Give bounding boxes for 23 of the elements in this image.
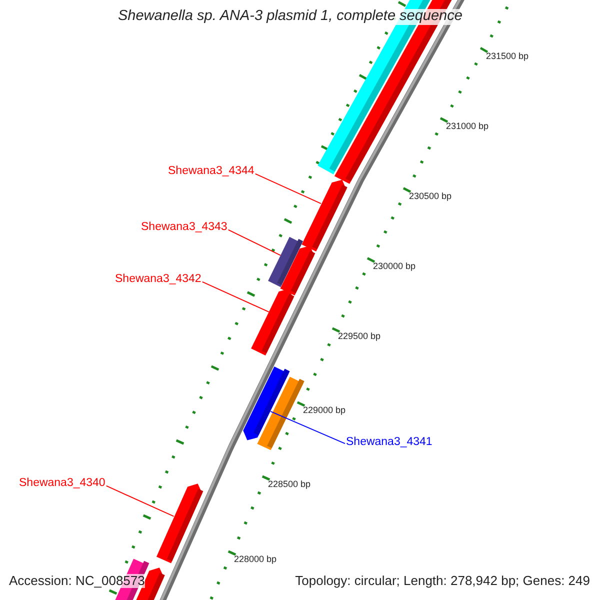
tick-label: 231000 bp (446, 122, 489, 132)
tick-label: 229500 bp (338, 332, 381, 342)
leader-line (202, 281, 270, 312)
gene-label: Shewana3_4341 (346, 436, 432, 449)
leader-line (228, 229, 281, 256)
leader-line (270, 410, 346, 444)
gene-block (243, 366, 290, 440)
gene-block (302, 180, 348, 252)
gene-block (268, 236, 304, 288)
tick-label: 231500 bp (486, 52, 529, 62)
gene-label: Shewana3_4344 (168, 165, 254, 178)
gene-label: Shewana3_4340 (19, 477, 106, 490)
gene-block (156, 484, 204, 564)
gene-label: Shewana3_4342 (115, 273, 202, 286)
accession-text: Accession: NC_008573 (9, 574, 145, 588)
gene-block (251, 288, 294, 356)
gene-label: Shewana3_4343 (141, 221, 228, 234)
tick-label: 228500 bp (268, 480, 311, 490)
summary-text: Topology: circular; Length: 278,942 bp; Genes: 249 (295, 574, 590, 588)
leader-line (254, 173, 322, 204)
leader-line (106, 485, 174, 517)
diagram-title: Shewanella sp. ANA-3 plasmid 1, complete sequence (116, 9, 464, 25)
tick-label: 230500 bp (409, 192, 452, 202)
